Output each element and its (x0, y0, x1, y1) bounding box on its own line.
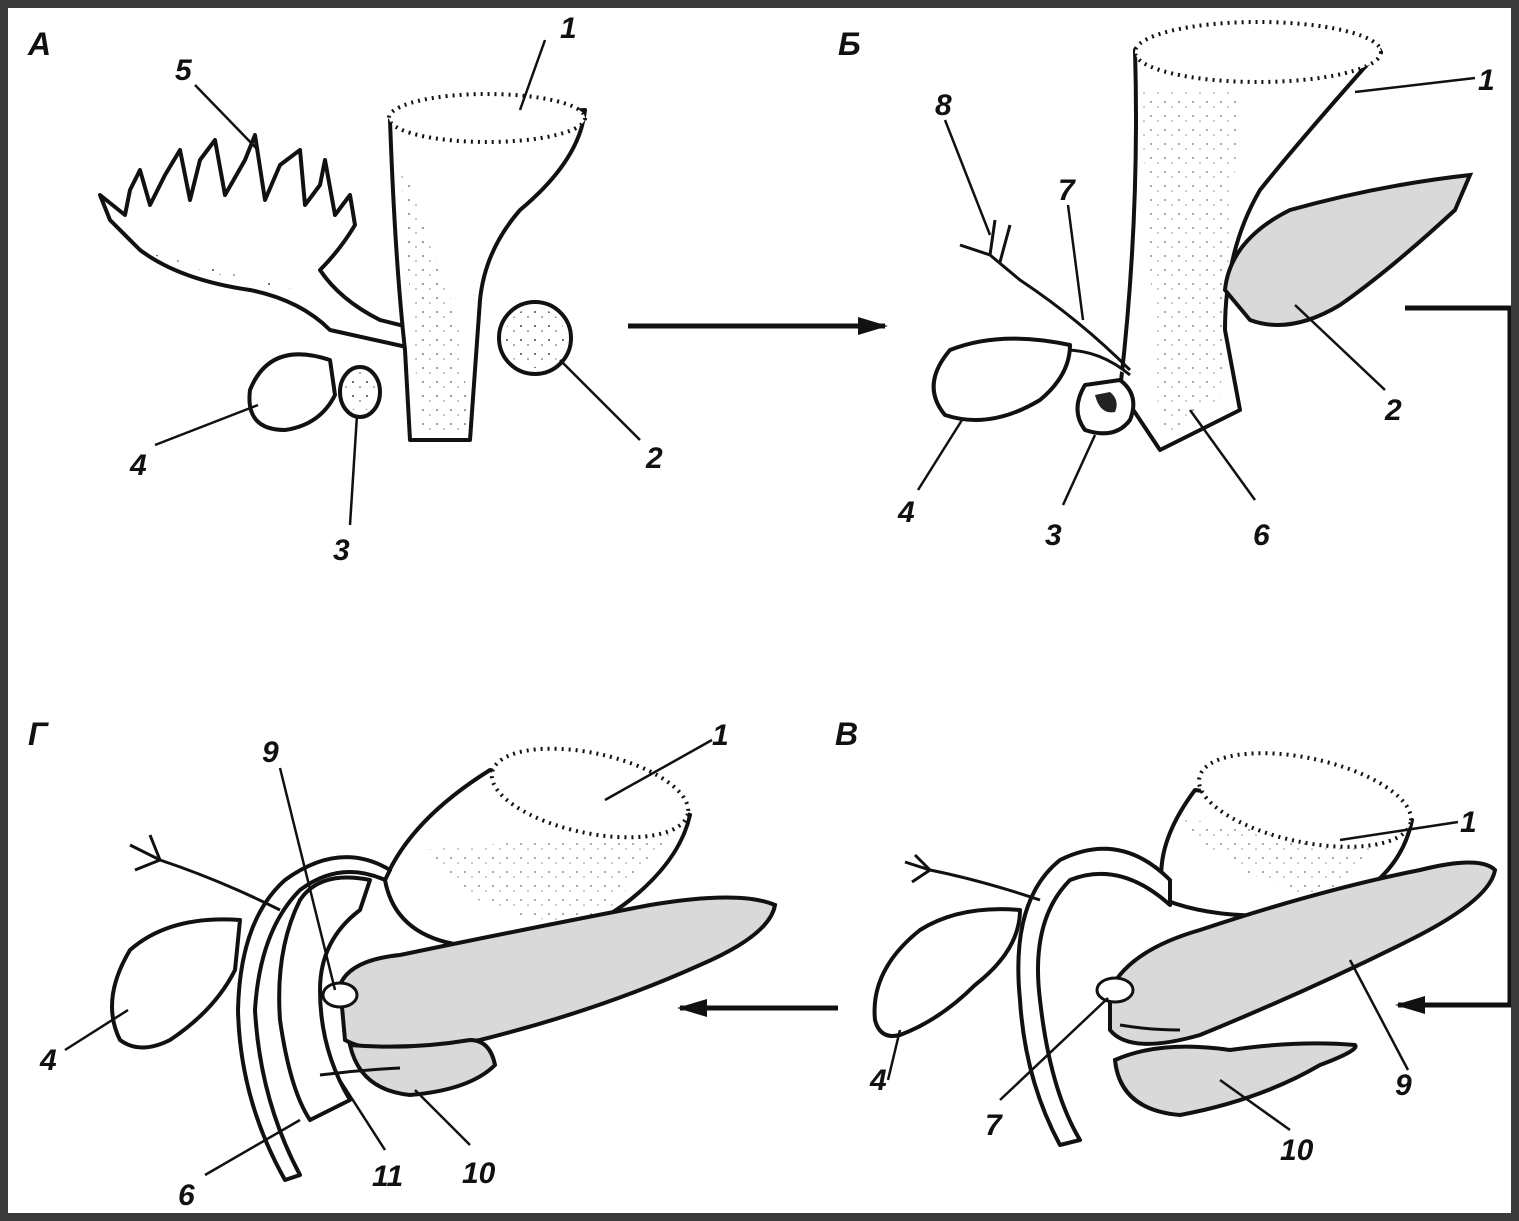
leader-a-3 (350, 415, 357, 525)
leader-v-9 (1350, 960, 1408, 1070)
label-v-9: 9 (1395, 1069, 1412, 1102)
leader-b-6 (1190, 410, 1255, 500)
bile-duct-g (130, 835, 280, 910)
gall-bladder-g (112, 919, 240, 1047)
label-a-4: 4 (129, 449, 147, 482)
leader-b-1 (1355, 78, 1475, 92)
leader-g-10 (415, 1090, 470, 1145)
leader-g-11 (340, 1080, 385, 1150)
leader-a-4 (155, 405, 258, 445)
label-g-9: 9 (262, 736, 279, 769)
leader-b-2 (1295, 305, 1385, 390)
panel-g-label: Г (28, 716, 49, 752)
bile-duct-v (905, 855, 1040, 900)
panel-b: Б 1 2 3 4 6 7 8 (838, 22, 1495, 552)
panel-v-label: В (835, 716, 858, 752)
stomach-opening-a (389, 94, 585, 142)
gall-bladder-v (875, 909, 1020, 1036)
dorsal-pancreas-a-texture (505, 308, 565, 368)
panel-v: В 1 4 7 9 10 (835, 716, 1495, 1167)
label-b-6: 6 (1253, 519, 1270, 552)
gall-bladder-a (249, 354, 335, 430)
embryology-diagram: А 1 2 3 4 5 Б (8, 8, 1511, 1213)
label-v-7: 7 (985, 1109, 1003, 1142)
label-a-2: 2 (645, 442, 663, 475)
gall-bladder-b (934, 339, 1070, 420)
leader-a-5 (195, 85, 258, 150)
label-g-6: 6 (178, 1179, 195, 1212)
label-v-4: 4 (869, 1064, 887, 1097)
leader-b-3 (1063, 435, 1095, 505)
stomach-opening-b (1135, 22, 1381, 82)
dorsal-pancreas-b (1225, 175, 1470, 325)
duct-opening-g (323, 983, 357, 1007)
label-a-3: 3 (333, 534, 350, 567)
leader-b-7 (1068, 205, 1083, 320)
label-v-1: 1 (1460, 806, 1477, 839)
label-b-2: 2 (1384, 394, 1402, 427)
label-g-4: 4 (39, 1044, 57, 1077)
label-b-3: 3 (1045, 519, 1062, 552)
label-v-10: 10 (1280, 1134, 1314, 1167)
label-b-1: 1 (1478, 64, 1495, 97)
ventral-pancreas-v (1115, 1043, 1356, 1115)
label-a-5: 5 (175, 54, 193, 87)
ventral-pancreas-a-texture (345, 372, 375, 412)
leader-b-4 (918, 420, 962, 490)
label-b-8: 8 (935, 89, 952, 122)
leader-a-2 (560, 360, 640, 440)
duct-opening-v (1097, 978, 1133, 1002)
label-g-1: 1 (712, 719, 729, 752)
label-b-7: 7 (1058, 174, 1076, 207)
ventral-pancreas-g (350, 1040, 495, 1095)
panel-a: А 1 2 3 4 5 (27, 12, 663, 567)
panel-b-label: Б (838, 26, 861, 62)
label-g-10: 10 (462, 1157, 496, 1190)
panel-g: Г 1 4 6 9 10 11 (28, 716, 775, 1212)
label-g-11: 11 (372, 1160, 403, 1193)
label-a-1: 1 (560, 12, 577, 45)
panel-a-label: А (27, 26, 51, 62)
liver-bud-shape (100, 135, 420, 350)
label-b-4: 4 (897, 496, 915, 529)
leader-b-8 (945, 120, 990, 235)
